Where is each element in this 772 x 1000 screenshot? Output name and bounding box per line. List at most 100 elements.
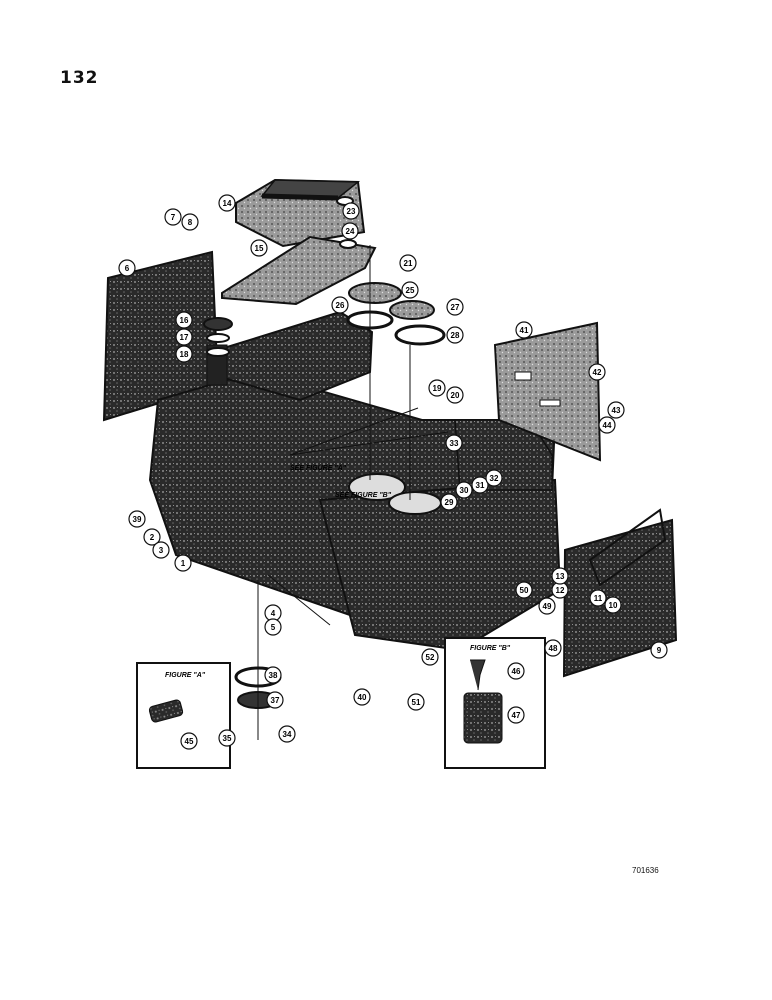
callout-label: 7 [171,213,176,222]
callout-29: 29 [440,493,458,511]
callout-45: 45 [180,732,198,750]
callout-23: 23 [342,202,360,220]
callout-42: 42 [588,363,606,381]
callout-label: 29 [445,498,454,507]
callout-31: 31 [471,476,489,494]
callout-52: 52 [421,648,439,666]
filler-cap-parts-16-18 [203,317,233,357]
callout-label: 45 [185,737,194,746]
callout-6: 6 [118,259,136,277]
callout-label: 35 [223,734,232,743]
callout-16: 16 [175,311,193,329]
callout-18: 18 [175,345,193,363]
callout-numbers: 1234567891011121314151617181920212324252… [118,194,668,750]
callout-label: 49 [543,602,552,611]
callout-label: 46 [512,667,521,676]
callout-3: 3 [152,541,170,559]
callout-43: 43 [607,401,625,419]
callout-15: 15 [250,239,268,257]
callout-label: 12 [556,586,565,595]
callout-30: 30 [455,481,473,499]
callout-label: 17 [180,333,189,342]
fuel-tank-body-part-1 [148,310,562,652]
pad-part-15 [221,235,377,306]
figure-a-title: FIGURE "A" [165,672,206,679]
callout-label: 51 [412,698,421,707]
callout-21: 21 [399,254,417,272]
callout-label: 41 [520,326,529,335]
callout-label: 42 [593,368,602,377]
callout-39: 39 [128,510,146,528]
callout-27: 27 [446,298,464,316]
side-panel-part-9 [562,508,678,678]
callout-17: 17 [175,328,193,346]
callout-label: 30 [460,486,469,495]
callout-7: 7 [164,208,182,226]
callout-10: 10 [604,596,622,614]
callout-label: 39 [133,515,142,524]
figure-a-inset: FIGURE "A" [136,662,231,769]
callout-label: 37 [271,696,280,705]
callout-label: 25 [406,286,415,295]
callout-38: 38 [264,666,282,684]
callout-label: 27 [451,303,460,312]
see-figure-a-label: SEE FIGURE "A" [290,465,347,472]
callout-label: 13 [556,572,565,581]
callout-label: 40 [358,693,367,702]
callout-33: 33 [445,434,463,452]
callout-label: 34 [283,730,292,739]
callout-50: 50 [515,581,533,599]
callout-40: 40 [353,688,371,706]
callout-label: 43 [612,406,621,415]
callout-label: 2 [150,533,155,542]
callout-47: 47 [507,706,525,724]
see-figure-b-label: SEE FIGURE "B" [335,492,392,499]
callout-label: 11 [594,594,603,603]
callout-4: 4 [264,604,282,622]
callout-label: 9 [657,646,662,655]
callout-44: 44 [598,416,616,434]
callout-2: 2 [143,528,161,546]
callout-9: 9 [650,641,668,659]
callout-label: 6 [125,264,130,273]
callout-19: 19 [428,379,446,397]
callout-label: 24 [346,227,355,236]
callout-28: 28 [446,326,464,344]
callout-13: 13 [551,567,569,585]
callout-label: 38 [269,671,278,680]
callout-label: 50 [520,586,529,595]
cover-plate-part-41 [493,321,602,462]
callout-label: 15 [255,244,264,253]
callout-label: 8 [188,218,193,227]
callout-34: 34 [278,725,296,743]
callout-8: 8 [181,213,199,231]
callout-label: 33 [450,439,459,448]
callout-25: 25 [401,281,419,299]
callout-label: 4 [271,609,276,618]
callout-label: 20 [451,391,460,400]
callout-12: 12 [551,581,569,599]
tool-tray-part-14 [235,178,366,248]
callout-26: 26 [331,296,349,314]
callout-41: 41 [515,321,533,339]
callout-11: 11 [589,589,607,607]
callout-label: 32 [490,474,499,483]
top-gaskets-parts-25-28 [336,196,446,346]
callout-46: 46 [507,662,525,680]
callout-32: 32 [485,469,503,487]
reference-code: 701636 [632,866,659,875]
callout-label: 47 [512,711,521,720]
callout-37: 37 [266,691,284,709]
callout-label: 48 [549,644,558,653]
callout-label: 18 [180,350,189,359]
callout-label: 31 [476,481,485,490]
callout-label: 28 [451,331,460,340]
callout-label: 1 [181,559,186,568]
callout-label: 3 [159,546,164,555]
callout-label: 10 [609,601,618,610]
callout-label: 26 [336,301,345,310]
leader-lines [257,245,449,740]
callout-24: 24 [341,222,359,240]
callout-5: 5 [264,618,282,636]
